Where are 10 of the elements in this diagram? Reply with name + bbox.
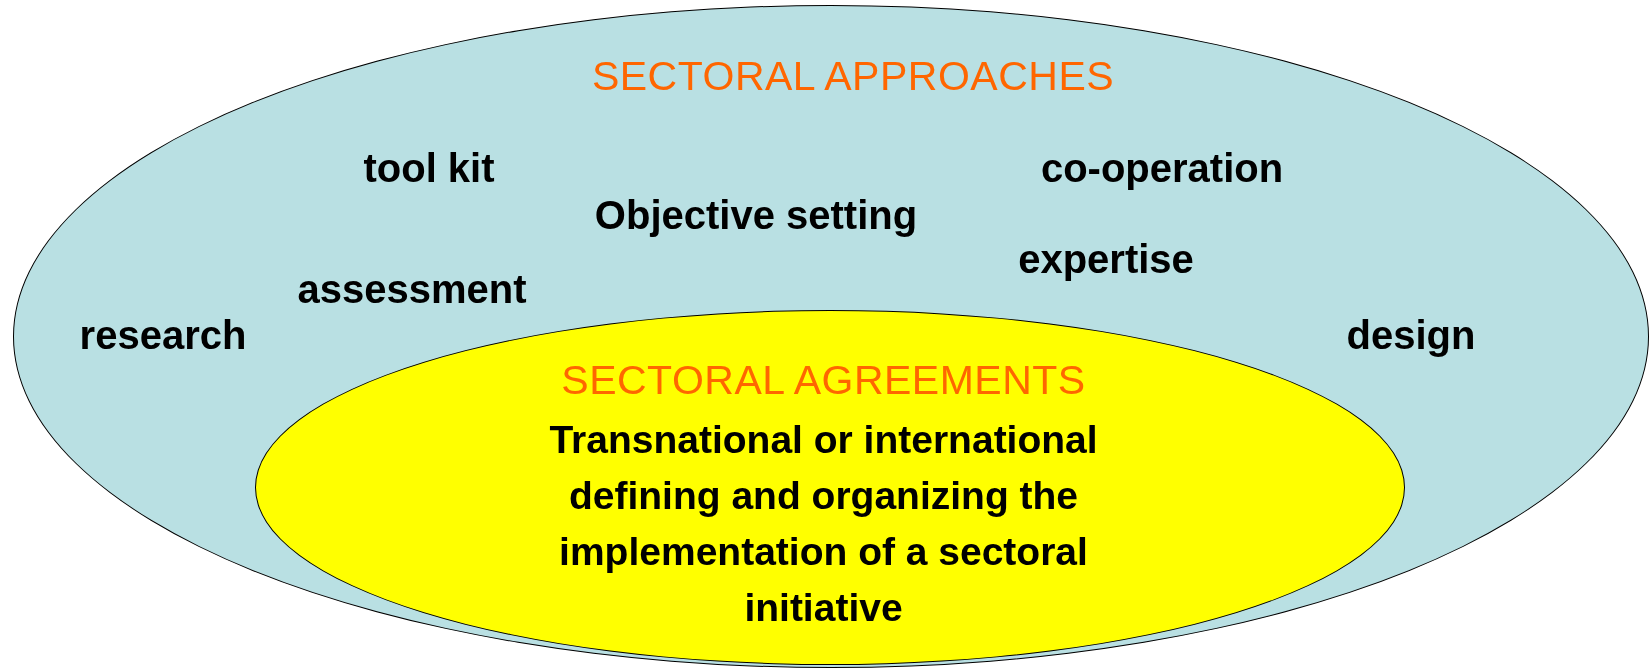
ellipse-heading: SECTORAL AGREEMENTS [561, 356, 1086, 403]
keyword-label: Objective setting [594, 192, 918, 238]
keyword-label: tool kit [363, 145, 495, 191]
keyword-label: expertise [1018, 236, 1194, 282]
keyword-label: research [79, 312, 247, 358]
keyword-label: co-operation [1040, 145, 1284, 191]
ellipse-description: Transnational or international defining and organizing the implementation of a sectoral initiative [548, 416, 1099, 631]
keyword-label: assessment [297, 266, 527, 312]
keyword-label: design [1346, 312, 1476, 358]
ellipse-heading: SECTORAL APPROACHES [591, 52, 1115, 100]
